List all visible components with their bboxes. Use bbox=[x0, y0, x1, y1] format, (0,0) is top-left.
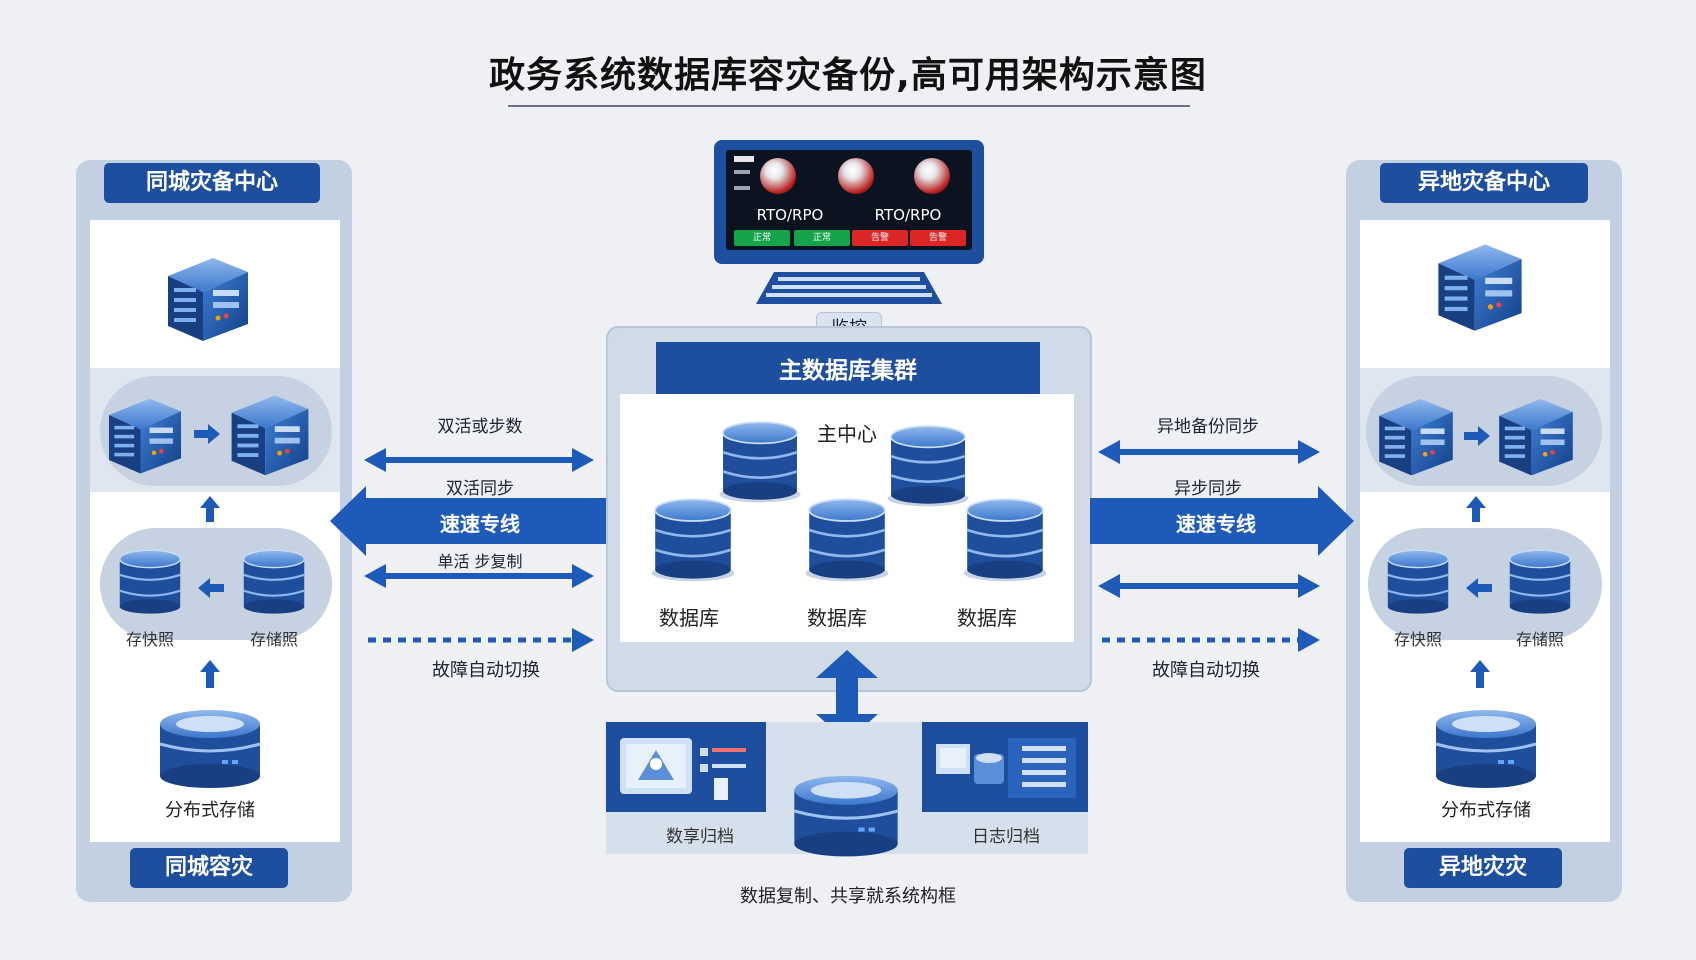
remote-distributed-storage-label: 分布式存储 bbox=[1441, 800, 1531, 821]
shared-storage-caption: 数据复制、共享就系统构框 bbox=[740, 886, 956, 907]
dashboard-icon bbox=[620, 738, 746, 800]
status-lamp-icon bbox=[914, 158, 950, 194]
remote-server-a-icon bbox=[1370, 388, 1462, 480]
remote-dr-footer: 异地灾灾 bbox=[1404, 848, 1562, 888]
local-distributed-storage-icon bbox=[150, 700, 270, 790]
remote-storage-db-icon bbox=[1502, 546, 1578, 618]
arrow-left-icon bbox=[198, 578, 224, 598]
local-server-icon bbox=[158, 246, 258, 346]
database-icon bbox=[960, 492, 1050, 586]
arrow-right-icon bbox=[1464, 426, 1490, 446]
right-dedicated-line-arrow bbox=[1090, 486, 1354, 556]
status-pill-ok: 正常 bbox=[794, 230, 850, 246]
right-dedicated-line-label: 速速专线 bbox=[1176, 512, 1256, 536]
left-replication-arrow bbox=[364, 564, 594, 588]
remote-distributed-storage-icon bbox=[1426, 700, 1546, 790]
database-icon bbox=[648, 492, 738, 586]
screen-indicator bbox=[734, 186, 750, 190]
remote-server-b-icon bbox=[1490, 388, 1582, 480]
status-lamp-icon bbox=[760, 158, 796, 194]
status-pill-alert: 告警 bbox=[910, 230, 966, 246]
local-storage-label: 存储照 bbox=[249, 630, 298, 649]
database-icon bbox=[802, 492, 892, 586]
remote-snapshot-label: 存快照 bbox=[1393, 630, 1442, 649]
log-archive-label: 日志归档 bbox=[972, 827, 1040, 847]
right-link-top-label: 异地备份同步 bbox=[1157, 417, 1259, 437]
title-divider bbox=[508, 105, 1190, 107]
left-failover-arrow bbox=[368, 628, 594, 652]
database-label: 数据库 bbox=[659, 606, 719, 630]
local-dr-footer: 同城容灾 bbox=[130, 848, 288, 888]
left-sync-arrow bbox=[364, 448, 594, 472]
right-failover-arrow bbox=[1102, 628, 1320, 652]
right-sync-label: 异步同步 bbox=[1174, 479, 1242, 499]
rto-rpo-label: RTO/RPO bbox=[756, 206, 824, 224]
screen-indicator bbox=[734, 156, 754, 162]
remote-storage-label: 存储照 bbox=[1515, 630, 1564, 649]
right-failover-label: 故障自动切换 bbox=[1152, 660, 1260, 681]
arrow-left-icon bbox=[1466, 578, 1492, 598]
left-dedicated-line-label: 速速专线 bbox=[440, 512, 520, 536]
left-async-label: 单活 步复制 bbox=[437, 552, 523, 571]
database-label: 数据库 bbox=[807, 606, 867, 630]
arrow-right-icon bbox=[194, 424, 220, 444]
left-link-top-label: 双活或步数 bbox=[437, 417, 523, 437]
page-title: 政务系统数据库容灾备份,高可用架构示意图 bbox=[489, 55, 1207, 96]
remote-snapshot-db-icon bbox=[1380, 546, 1456, 618]
arrow-up-icon bbox=[200, 660, 220, 688]
log-dashboard-icon bbox=[936, 738, 1076, 798]
local-server-b-icon bbox=[222, 384, 318, 480]
keyboard-icon bbox=[756, 272, 942, 304]
remote-dr-header: 异地灾备中心 bbox=[1380, 163, 1588, 203]
left-dedicated-line-arrow bbox=[330, 486, 606, 556]
remote-server-icon bbox=[1428, 232, 1532, 336]
arrow-up-icon bbox=[200, 496, 220, 522]
left-failover-label: 故障自动切换 bbox=[432, 660, 540, 681]
shared-storage-icon bbox=[784, 764, 908, 860]
database-label: 数据库 bbox=[957, 606, 1017, 630]
left-sync-label: 双活同步 bbox=[446, 479, 514, 499]
primary-cluster-header: 主数据库集群 bbox=[656, 342, 1040, 394]
status-pill-ok: 正常 bbox=[734, 230, 790, 246]
database-icon bbox=[884, 420, 972, 510]
shared-archive-label: 数享归档 bbox=[666, 827, 734, 847]
status-pill-alert: 告警 bbox=[852, 230, 908, 246]
vertical-sync-arrow bbox=[816, 650, 878, 742]
status-lamp-icon bbox=[838, 158, 874, 194]
right-replication-arrow bbox=[1098, 574, 1320, 598]
local-dr-header: 同城灾备中心 bbox=[104, 163, 320, 203]
local-snapshot-label: 存快照 bbox=[125, 630, 174, 649]
primary-center-label: 主中心 bbox=[817, 422, 877, 446]
local-snapshot-db-icon bbox=[112, 546, 188, 618]
local-distributed-storage-label: 分布式存储 bbox=[165, 800, 255, 821]
rto-rpo-label: RTO/RPO bbox=[874, 206, 942, 224]
screen-indicator bbox=[734, 170, 750, 174]
arrow-up-icon bbox=[1470, 660, 1490, 688]
right-sync-arrow bbox=[1098, 440, 1320, 464]
local-storage-db-icon bbox=[236, 546, 312, 618]
local-server-a-icon bbox=[100, 388, 190, 478]
arrow-up-icon bbox=[1466, 496, 1486, 522]
